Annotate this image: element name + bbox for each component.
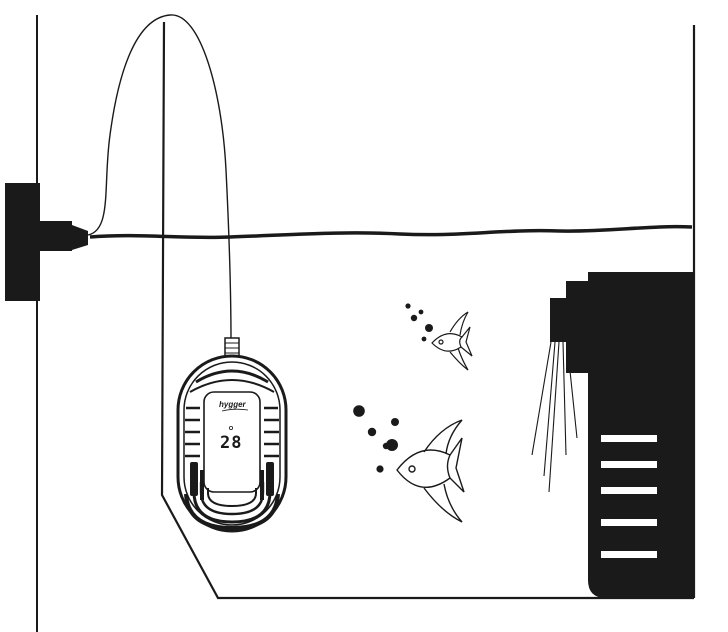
- bubbles-icon: [353, 405, 399, 473]
- small-fish-group: [405, 303, 473, 371]
- water-surface-line: [89, 224, 693, 240]
- water-outflow-lines: [531, 341, 578, 493]
- temperature-readout: 28: [220, 433, 242, 453]
- indicator-dot: [228, 425, 233, 430]
- bubbles-icon: [405, 303, 433, 342]
- controller-box-icon: [5, 183, 88, 301]
- brand-swoosh: [221, 408, 249, 412]
- hang-on-filter-icon: [550, 272, 694, 598]
- aquarium-heater-icon: hygger 28: [176, 337, 288, 533]
- power-cord: [87, 14, 232, 343]
- angelfish-icon: [431, 311, 473, 371]
- angelfish-icon: [396, 419, 465, 523]
- filter-vents: [601, 435, 657, 558]
- heater-brand-label: hygger: [219, 400, 247, 409]
- large-fish-group: [353, 405, 465, 523]
